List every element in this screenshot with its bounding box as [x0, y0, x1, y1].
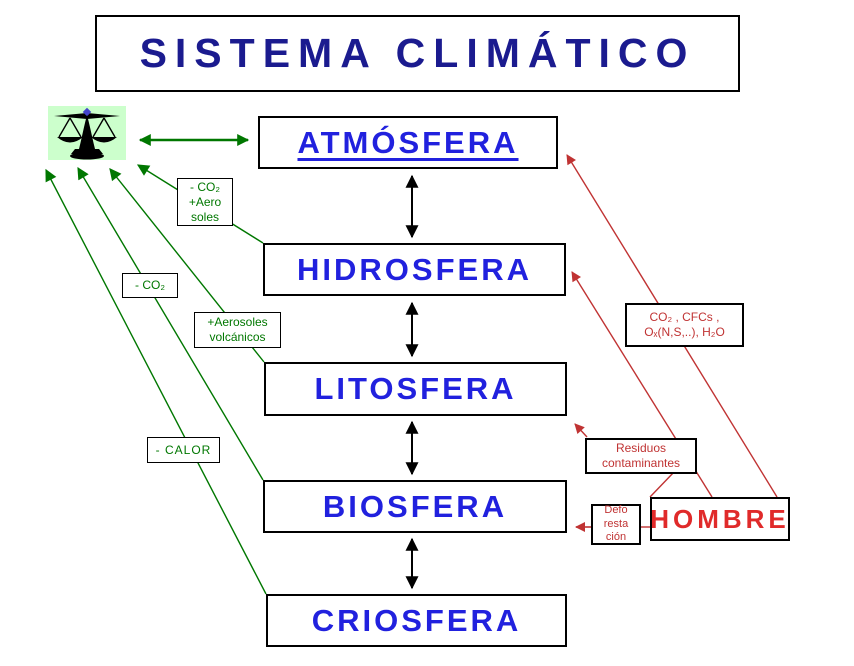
atmosfera-label: ATMÓSFERA [297, 124, 519, 160]
balance-scale-icon [48, 106, 126, 160]
label-calor: - CALOR [147, 437, 220, 463]
hidrosfera-box: HIDROSFERA [263, 243, 566, 296]
biosfera-label: BIOSFERA [322, 488, 508, 524]
label-co2-aerosoles: - CO₂ +Aero soles [177, 178, 233, 226]
label-gases-contaminantes: CO₂ , CFCs , Oₓ(N,S,..), H₂O [625, 303, 744, 347]
arrow-residuos-litosfera [574, 423, 588, 438]
atmosfera-box: ATMÓSFERA [258, 116, 558, 169]
page-title: SISTEMA CLIMÁTICO [139, 30, 696, 76]
connector-hombre-residuos [649, 470, 676, 498]
arrow-criosfera-scale [45, 168, 267, 595]
label-deforestacion: Defo resta ción [591, 504, 641, 545]
litosfera-box: LITOSFERA [264, 362, 567, 416]
title-box: SISTEMA CLIMÁTICO [95, 15, 740, 92]
hombre-label: HOMBRE [650, 503, 790, 534]
label-co2: - CO₂ [122, 273, 178, 298]
biosfera-box: BIOSFERA [263, 480, 567, 533]
criosfera-label: CRIOSFERA [311, 602, 522, 638]
arrow-biosfera-scale [77, 166, 264, 481]
label-residuos-contaminantes: Residuos contaminantes [585, 438, 697, 474]
label-aerosoles-volcanicos: +Aerosoles volcánicos [194, 312, 281, 348]
balance-scale-glyph [54, 107, 120, 160]
litosfera-label: LITOSFERA [314, 371, 517, 406]
hidrosfera-label: HIDROSFERA [297, 251, 532, 287]
criosfera-box: CRIOSFERA [266, 594, 567, 647]
hombre-box: HOMBRE [650, 497, 790, 541]
